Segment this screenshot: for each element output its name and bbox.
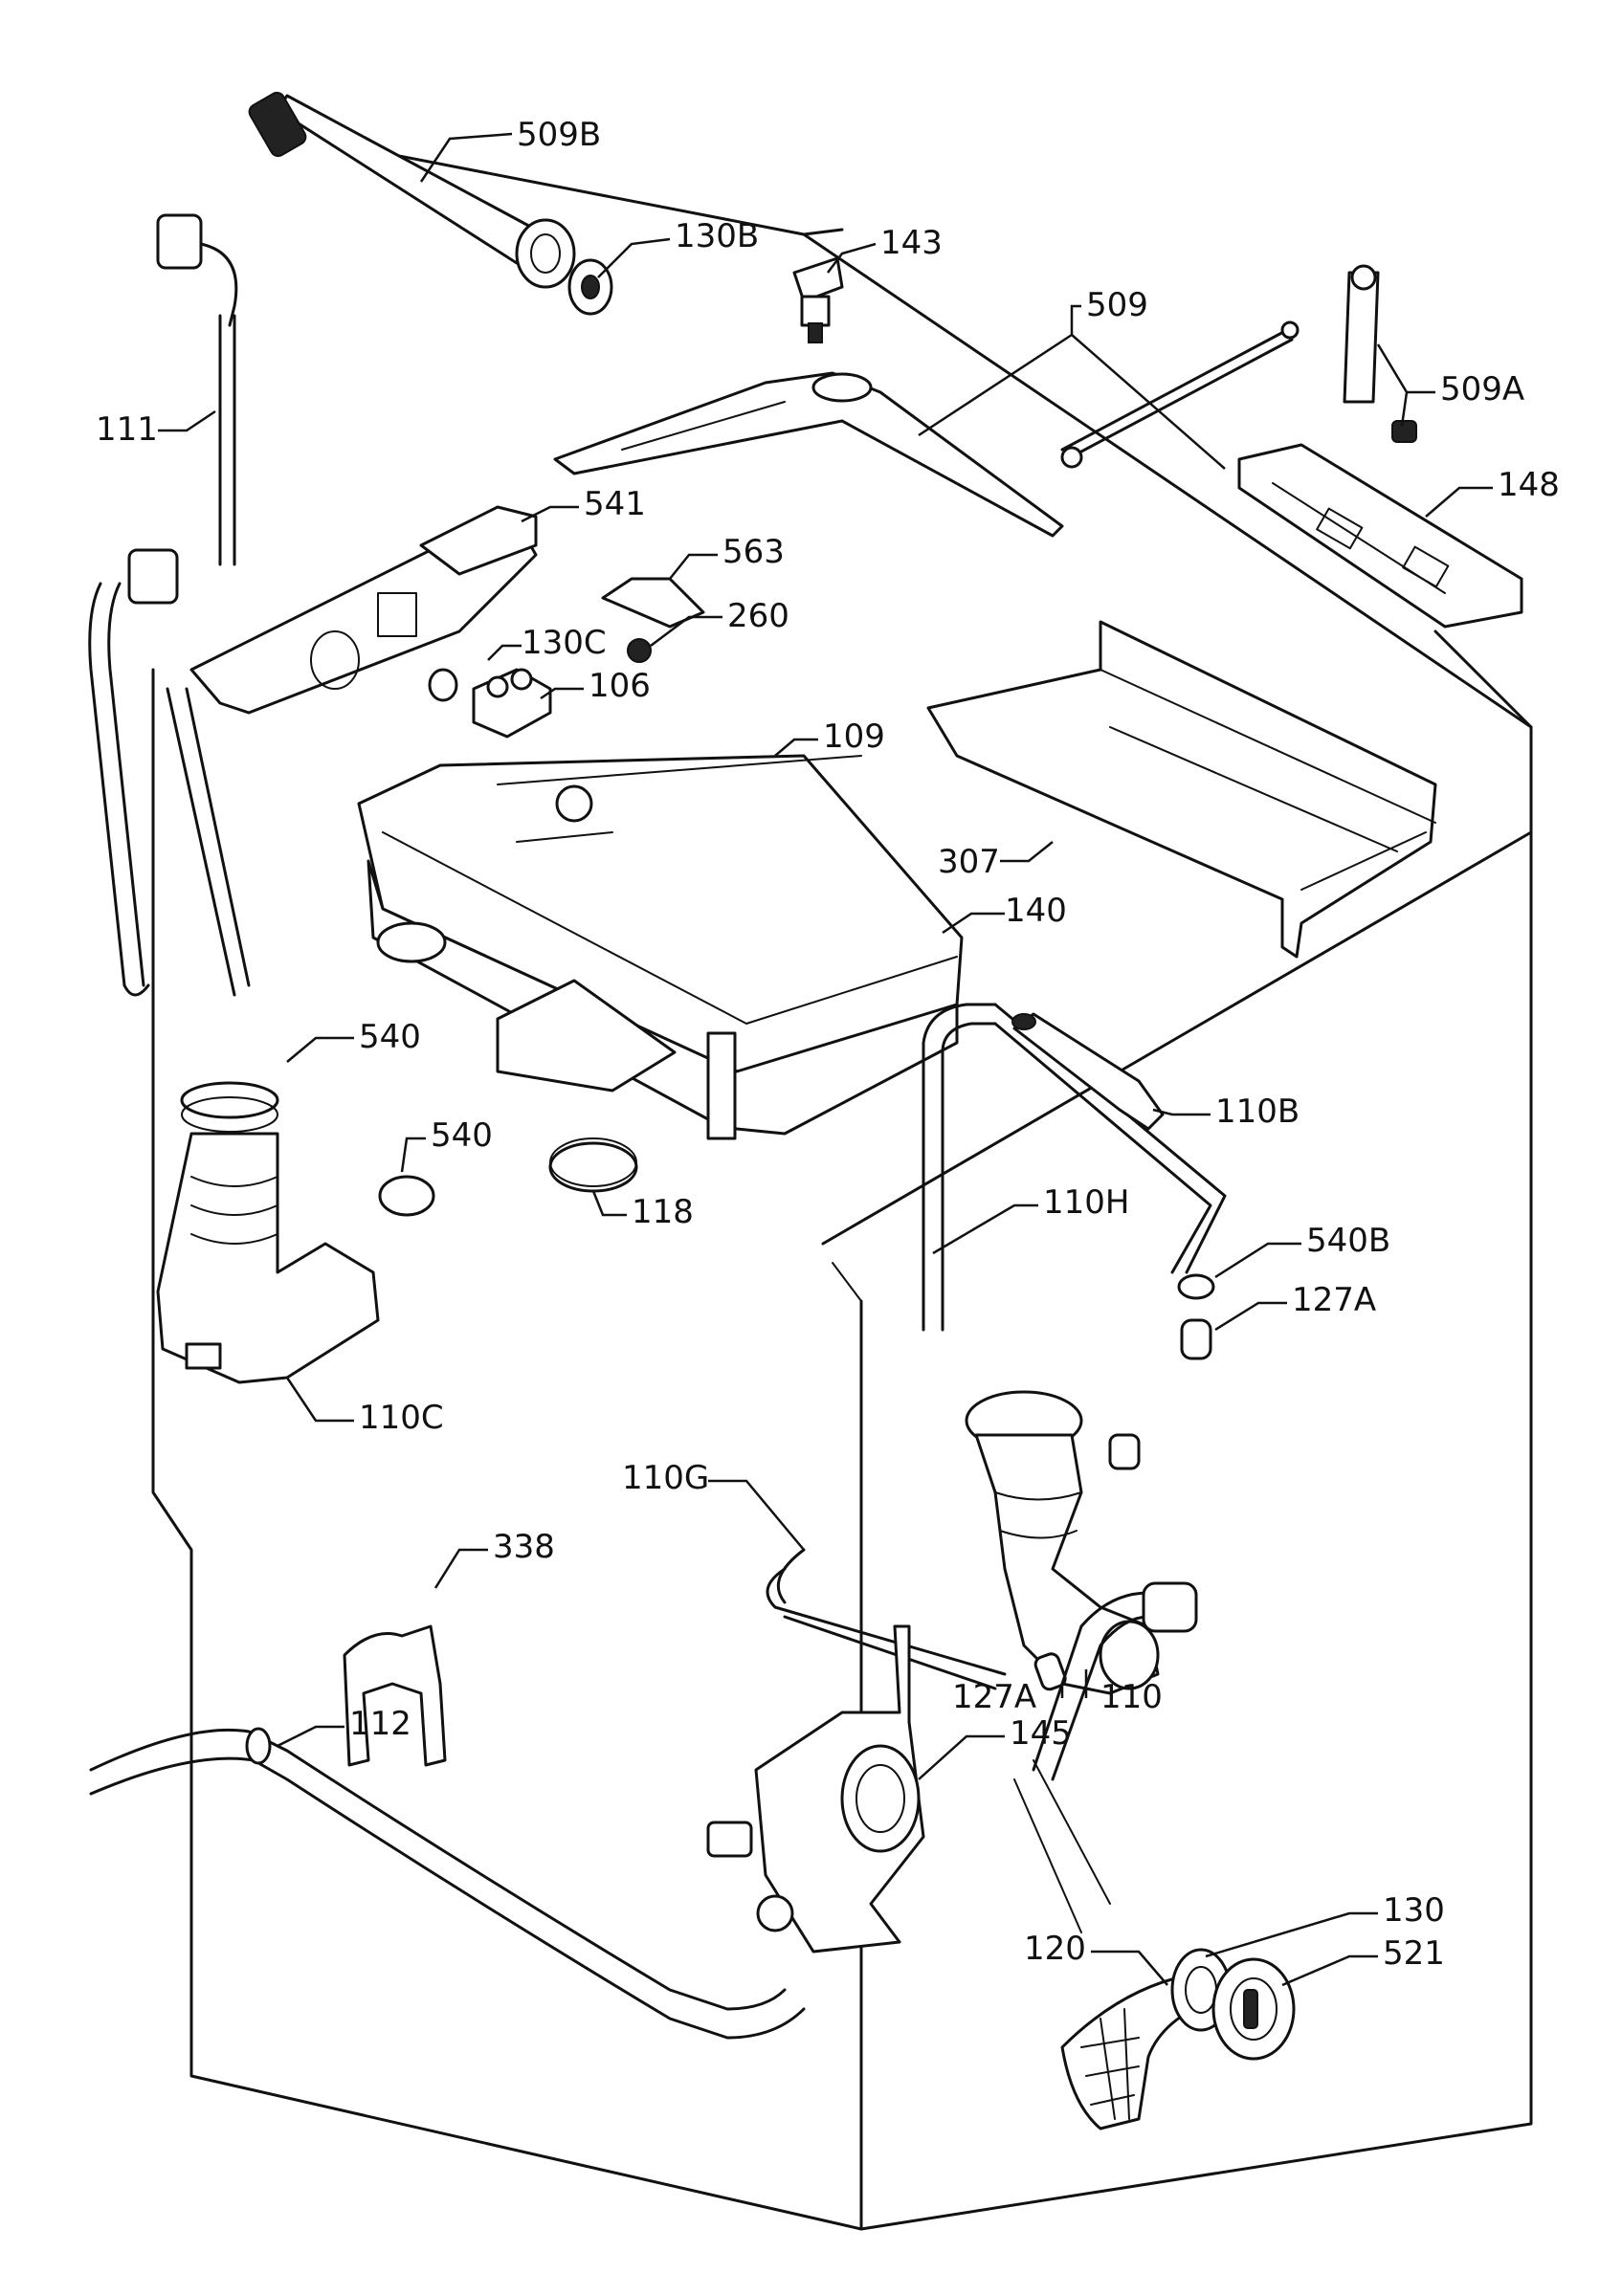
part-110h-tube	[922, 1003, 1227, 1332]
part-540-clamp-mid	[378, 1175, 435, 1217]
part-563-cam-plate	[601, 577, 705, 629]
label-130: 130	[1383, 1891, 1445, 1930]
part-127a-plug-top	[1180, 1318, 1212, 1360]
label-110g: 110G	[622, 1459, 709, 1497]
label-260: 260	[727, 597, 789, 635]
label-509: 509	[1086, 286, 1148, 324]
part-109-tub-top	[357, 754, 964, 1073]
label-148: 148	[1498, 466, 1560, 504]
label-130b: 130B	[675, 217, 759, 255]
part-130b-washer	[567, 258, 613, 316]
part-pump-outlet-hose	[1032, 1581, 1198, 1781]
part-110b-hose	[1011, 1012, 1165, 1131]
part-110g-tube	[766, 1548, 1007, 1690]
label-127a-bottom: 127A	[952, 1678, 1036, 1716]
label-110b: 110B	[1215, 1093, 1300, 1131]
part-labels: 509B 130B 143 509 509A 111 148 541 563 2…	[96, 116, 1560, 1973]
part-509b-inlet-pipe	[248, 91, 576, 289]
part-140-tub-base	[367, 859, 959, 1140]
label-143: 143	[880, 224, 943, 262]
label-110: 110	[1100, 1678, 1163, 1716]
part-509-rod	[1060, 320, 1300, 469]
label-540-top: 540	[359, 1018, 421, 1056]
part-521-cap	[1211, 1957, 1296, 2061]
part-148-dispenser-drawer	[1237, 443, 1523, 629]
label-509b: 509B	[517, 116, 601, 154]
part-307-dispenser-housing	[926, 620, 1437, 959]
part-143-knob	[792, 256, 844, 343]
part-541-bracket	[189, 505, 538, 715]
label-563: 563	[722, 533, 785, 571]
label-145: 145	[1010, 1714, 1072, 1753]
label-307: 307	[938, 843, 1000, 881]
label-509a: 509A	[1440, 370, 1524, 408]
part-130c-grommet	[428, 668, 458, 702]
part-338-clip	[343, 1624, 447, 1767]
part-111-inlet-hose	[88, 213, 251, 997]
part-540b-clamp	[1177, 1273, 1215, 1300]
label-127a-top: 127A	[1292, 1281, 1376, 1319]
label-338: 338	[493, 1528, 555, 1566]
cabinet-outline	[151, 142, 1533, 2231]
part-110c-sump-hose	[156, 1132, 380, 1384]
label-540-mid: 540	[431, 1116, 493, 1155]
label-541: 541	[584, 485, 646, 523]
label-540b: 540B	[1306, 1222, 1390, 1260]
label-130c: 130C	[522, 624, 607, 662]
part-118-gear	[548, 1137, 638, 1193]
label-110h: 110H	[1043, 1183, 1129, 1222]
label-109: 109	[823, 718, 885, 756]
part-509a-lever	[1343, 264, 1417, 443]
label-111: 111	[96, 410, 158, 449]
part-106-switch	[472, 668, 552, 739]
part-127a-plug-bottom	[1033, 1652, 1067, 1691]
label-106: 106	[589, 667, 651, 705]
part-112-drain-hose	[89, 1727, 1111, 2040]
part-540-clamp-top	[180, 1081, 279, 1133]
label-110c: 110C	[359, 1399, 444, 1437]
label-140: 140	[1005, 892, 1067, 930]
label-521: 521	[1383, 1934, 1445, 1973]
part-110-sump-hose	[965, 1390, 1160, 1695]
label-120: 120	[1024, 1930, 1086, 1968]
label-112: 112	[349, 1705, 411, 1743]
leader-lines	[158, 132, 1493, 1987]
part-509-spray-arm	[553, 371, 1064, 538]
part-260-nut	[627, 638, 652, 663]
label-118: 118	[632, 1193, 694, 1231]
part-145-drain-pump	[706, 1624, 925, 1954]
